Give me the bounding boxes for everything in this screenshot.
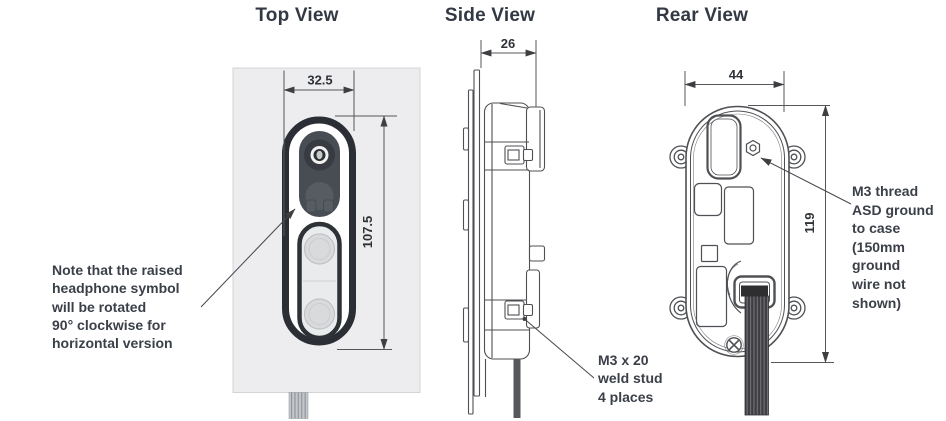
- wire-hook: [726, 260, 742, 314]
- rear-ribbon-cable: [744, 295, 769, 416]
- title-rear-view: Rear View: [655, 5, 749, 26]
- headphone-note-line: headphone symbol: [52, 280, 180, 297]
- side-view-dimensions: [480, 40, 537, 107]
- side-jack-housing: [525, 106, 546, 172]
- title-top-view: Top View: [255, 5, 339, 26]
- headphone-note-line: horizontal version: [52, 335, 173, 352]
- dim-rear-height: 119: [802, 213, 817, 234]
- ground-thread-note-line: M3 thread: [852, 183, 919, 199]
- dim-rear-width: 44: [729, 67, 744, 82]
- ground-thread-note-line: shown): [852, 294, 901, 311]
- rear-case: [685, 105, 790, 358]
- weld-stud-note-line: weld stud: [598, 370, 663, 387]
- headphone-note: Note that the raised headphone symbol wi…: [52, 261, 183, 352]
- raised-headphone-symbol-icon: [305, 182, 334, 213]
- ground-nut-icon: [745, 139, 761, 157]
- dim-top-width: 32.5: [307, 73, 332, 88]
- rear-cutouts: [693, 114, 755, 328]
- headphone-note-line: Note that the raised: [52, 262, 183, 278]
- screw-icon: [724, 335, 744, 355]
- lower-button-inner-ring: [308, 303, 331, 325]
- headphone-jack-icon: [304, 139, 335, 171]
- side-front-plate: [473, 69, 481, 397]
- ground-thread-note-line: (150mm: [852, 238, 905, 255]
- weld-stud-note: M3 x 20 weld stud 4 places: [598, 351, 663, 406]
- clamp-slot: [741, 285, 768, 297]
- rear-view-drawing: [669, 105, 806, 416]
- ground-thread-leader: [760, 157, 852, 205]
- rear-view-dimensions: [684, 71, 834, 364]
- ground-thread-note: M3 thread ASD ground to case (150mm grou…: [852, 182, 934, 312]
- headphone-note-line: will be rotated: [52, 298, 147, 315]
- dim-side-depth: 26: [501, 36, 515, 51]
- upper-weld-stud: [504, 145, 534, 165]
- ground-thread-note-line: ground: [852, 257, 901, 274]
- headphone-note-line: 90° clockwise for: [52, 316, 166, 333]
- weld-stud-note-line: 4 places: [598, 388, 654, 405]
- headphone-note-leader: [200, 208, 296, 308]
- top-view-drawing: [232, 67, 421, 419]
- ground-thread-note-line: ASD ground: [852, 201, 934, 218]
- ground-thread-note-line: wire not: [852, 275, 906, 292]
- lower-weld-stud: [504, 300, 534, 320]
- upper-button-inner-ring: [308, 238, 331, 260]
- weld-stud-leader: [522, 317, 595, 379]
- side-view-drawing: [462, 69, 546, 418]
- weld-stud-note-line: M3 x 20: [598, 352, 649, 368]
- top-view-dimensions: [283, 70, 397, 351]
- dim-top-height: 107.5: [360, 216, 375, 249]
- side-body: [483, 102, 531, 360]
- title-side-view: Side View: [444, 5, 536, 26]
- ground-thread-note-line: to case: [852, 220, 901, 237]
- top-ribbon-cable: [288, 392, 309, 419]
- side-cable: [513, 359, 521, 418]
